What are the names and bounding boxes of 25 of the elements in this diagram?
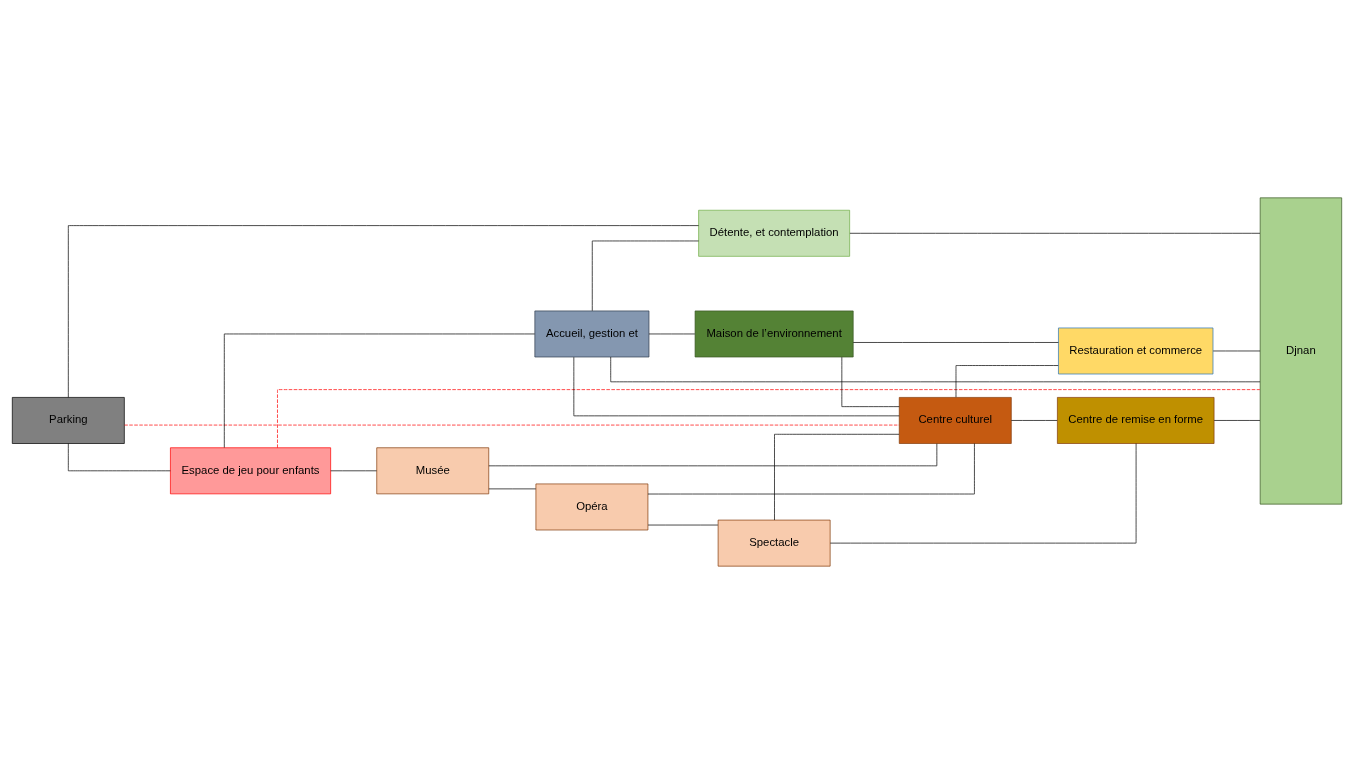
node-box: Restauration et commerce	[1058, 327, 1214, 375]
connector	[774, 433, 900, 521]
node-box: Spectacle	[717, 519, 831, 567]
connector	[277, 389, 1261, 449]
connector	[841, 356, 900, 407]
connector	[852, 342, 1059, 343]
connector	[1011, 420, 1058, 421]
connector	[610, 356, 1261, 383]
connector	[647, 443, 975, 495]
connector	[955, 365, 1059, 398]
node-box: Maison de l’environnement	[694, 310, 854, 358]
node-box: Centre culturel	[898, 397, 1012, 444]
connector	[488, 443, 938, 467]
connector	[1213, 420, 1261, 421]
node-box: Opéra	[535, 483, 649, 531]
node-box: Musée	[376, 447, 490, 495]
node-box: Parking	[11, 397, 125, 444]
node-box: Centre de remise en forme	[1057, 397, 1215, 444]
node-box: Espace de jeu pour enfants	[170, 447, 331, 495]
connector	[124, 424, 900, 426]
node-box: Accueil, gestion et	[534, 310, 650, 358]
connector	[67, 443, 171, 472]
connector	[67, 225, 699, 398]
node-box: Djnan	[1259, 197, 1343, 505]
node-box: Détente, et contemplation	[698, 209, 850, 257]
